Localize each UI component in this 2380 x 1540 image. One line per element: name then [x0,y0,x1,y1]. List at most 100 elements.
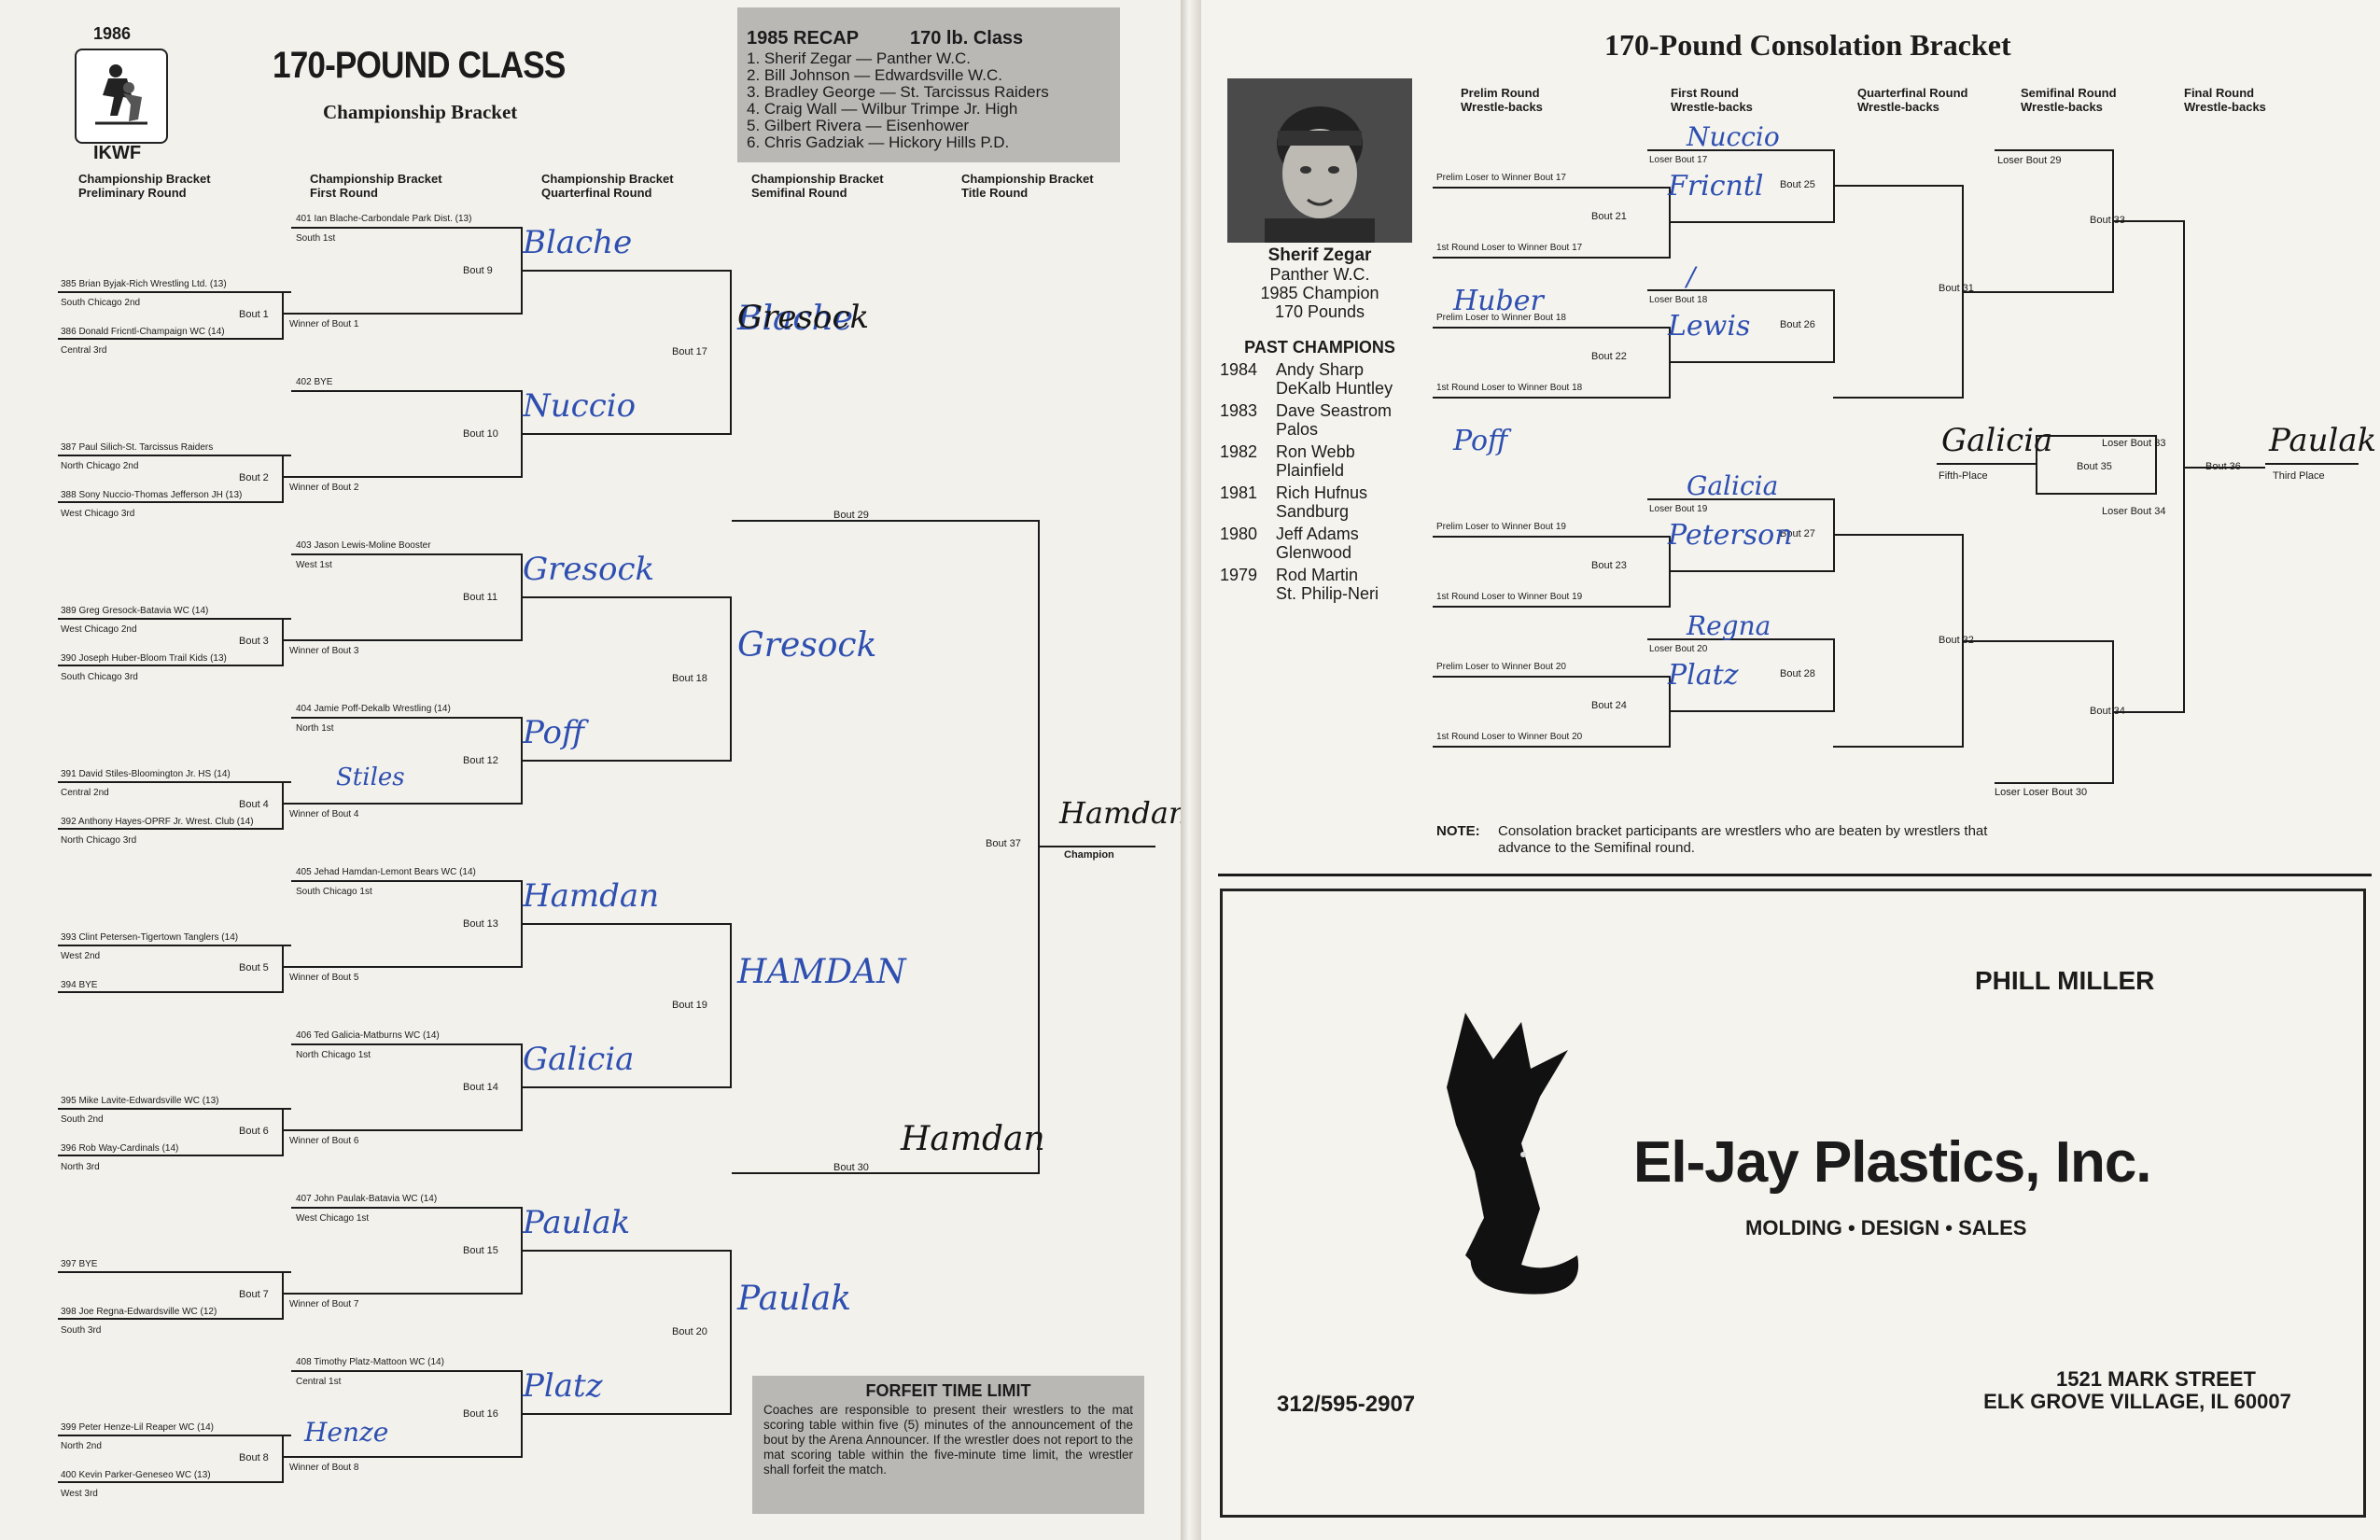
bracket-line [1433,606,1671,608]
handwritten-name: HAMDAN [737,953,906,991]
past-year: 1979 [1220,566,1258,584]
fifth-place-label: Fifth-Place [1939,470,1988,482]
bracket-line [1669,570,1835,572]
handwritten-name: Poff [523,714,585,751]
prelim-section: South Chicago 3rd [61,672,138,682]
champion-label: Champion [1064,849,1114,861]
prelim-section: West Chicago 3rd [61,509,135,519]
winner-of-bout: Winner of Bout 3 [289,646,359,656]
cons-bout: Bout 36 [2205,461,2241,472]
seed-section: West Chicago 1st [296,1213,370,1224]
prelim-entry: 398 Joe Regna-Edwardsville WC (12) [61,1307,217,1317]
handwritten-name: Stiles [336,763,405,791]
winner-of-bout: Winner of Bout 1 [289,319,359,329]
winner-of-bout: Winner of Bout 8 [289,1463,359,1473]
past-club: St. Philip-Neri [1276,584,1379,603]
round-header-line: First Round [310,186,378,200]
prelim-entry: 397 BYE [61,1259,98,1269]
recap-line: 2. Bill Johnson — Edwardsville W.C. [747,66,1002,84]
bracket-line [1669,710,1835,712]
recap-line: 6. Chris Gadziak — Hickory Hills P.D. [747,133,1010,151]
photo-caption: Sherif Zegar Panther W.C. 1985 Champion … [1227,246,1412,322]
prelim-section: Central 3rd [61,345,107,356]
quarterfinal-bout: Bout 17 [672,346,707,357]
bracket-line [1647,498,1835,500]
seed-entry: 404 Jamie Poff-Dekalb Wrestling (14) [296,704,451,714]
cons-loser-label: Loser Bout 17 [1649,155,1708,165]
round-header-line: Preliminary Round [78,186,187,200]
seed-entry: 402 BYE [296,377,333,387]
champion-photo [1227,78,1412,243]
seed-entry: 403 Jason Lewis-Moline Booster [296,540,431,551]
bracket-line [521,433,732,435]
recap-line: 5. Gilbert Rivera — Eisenhower [747,117,970,134]
seed-section: North 1st [296,723,334,734]
handwritten-name: Huber [1453,285,1544,317]
cons-bout: Bout 24 [1591,700,1627,711]
bracket-line [730,923,732,1088]
prelim-section: South Chicago 2nd [61,298,141,308]
handwritten-name: Henze [304,1417,389,1448]
handwritten-name: Peterson [1668,519,1793,552]
bracket-line [1433,187,1671,189]
bracket-line [1433,536,1671,538]
round-header-line: Championship Bracket [310,172,442,186]
past-champions-heading: PAST CHAMPIONS [1244,338,1395,357]
bracket-line [1833,289,1835,363]
past-year: 1983 [1220,401,1258,420]
ad-tagline: MOLDING • DESIGN • SALES [1745,1216,2027,1239]
prelim-entry: 386 Donald Fricntl-Champaign WC (14) [61,327,225,337]
first-round-bout: Bout 15 [463,1245,498,1256]
prelim-bout: Bout 3 [239,636,269,647]
cons-entry: Prelim Loser to Winner Bout 18 [1436,313,1566,323]
recap-heading: 1985 RECAP [747,28,860,49]
prelim-section: South 3rd [61,1325,102,1336]
bracket-line [730,1250,732,1415]
bracket-line [1669,221,1835,223]
prelim-entry: 395 Mike Lavite-Edwardsville WC (13) [61,1096,219,1106]
past-club: Plainfield [1276,461,1345,480]
prelim-bout: Bout 8 [239,1452,269,1463]
bracket-line [1433,746,1671,748]
forfeit-title: FORFEIT TIME LIMIT [865,1381,1031,1400]
cons-col-header: First Round Wrestle-backs [1671,86,1753,114]
handwritten-name: Blache [737,300,854,338]
fox-logo-icon [1447,1013,1579,1295]
note-label: NOTE: [1436,823,1480,839]
prelim-bout: Bout 1 [239,309,269,320]
bracket-line [1433,327,1671,329]
recap-line: 4. Craig Wall — Wilbur Trimpe Jr. High [747,100,1018,118]
quarterfinal-bout: Bout 18 [672,673,707,684]
prelim-entry: 396 Rob Way-Cardinals (14) [61,1143,179,1154]
cons-bout: Bout 34 [2090,706,2125,717]
round-header-title: Championship Bracket Title Round [961,172,1094,200]
third-place-name: Paulak [2269,422,2377,459]
cons-bout: Bout 35 [2077,461,2112,472]
bracket-line [1669,361,1835,363]
cons-entry: Prelim Loser to Winner Bout 20 [1436,662,1566,672]
round-header-line: First Round [1671,86,1739,100]
cons-entry: Prelim Loser to Winner Bout 19 [1436,522,1566,532]
seed-entry: 408 Timothy Platz-Mattoon WC (14) [296,1357,444,1367]
cons-loser-label: Loser Loser Bout 30 [1995,787,2088,798]
first-round-bout: Bout 14 [463,1082,498,1093]
past-club: Glenwood [1276,543,1352,562]
right-page: 170-Pound Consolation Bracket Sherif Zeg… [1201,0,2380,1540]
cons-loser-label: Loser Bout 20 [1649,644,1708,654]
recap-line: 3. Bradley George — St. Tarcissus Raider… [747,83,1049,101]
prelim-section: Central 2nd [61,788,109,798]
seed-entry: 405 Jehad Hamdan-Lemont Bears WC (14) [296,867,476,877]
year-label: 1986 [93,24,132,43]
recap-class: 170 lb. Class [910,28,1024,49]
book-gutter [1181,0,1201,1540]
prelim-bout: Bout 4 [239,799,269,810]
past-year: 1982 [1220,442,1258,461]
winner-of-bout: Winner of Bout 5 [289,973,359,983]
handwritten-name: Galicia [1687,470,1779,501]
bracket-line [521,270,732,272]
fifth-place-name: Galicia [1941,422,2053,459]
handwritten-name: / [1687,261,1696,292]
